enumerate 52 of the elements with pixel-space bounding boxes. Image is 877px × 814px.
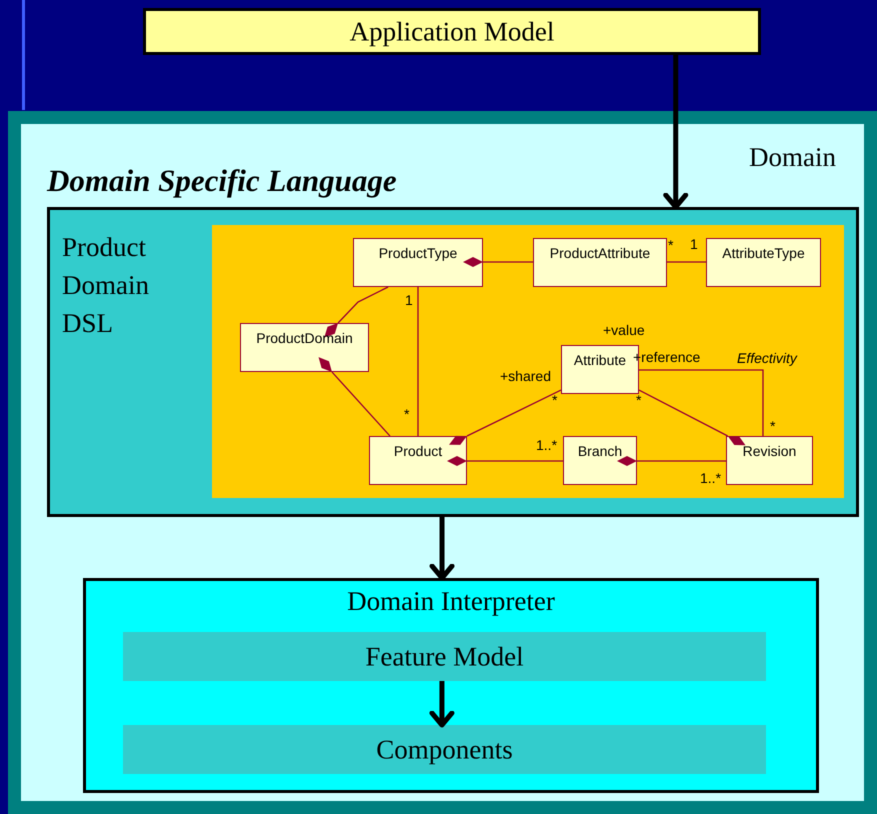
model-box xyxy=(143,8,761,55)
composition-line xyxy=(617,456,726,466)
interpreter-box xyxy=(83,578,819,793)
association-line xyxy=(667,261,706,263)
composition-line xyxy=(638,390,746,446)
arrow xyxy=(429,681,454,728)
multiplicity-label: * xyxy=(770,418,776,434)
class-name: Branch xyxy=(576,443,624,459)
composition-line xyxy=(447,456,563,466)
association-line xyxy=(417,287,419,436)
multiplicity-label: * xyxy=(668,237,674,253)
panel-title: Domain xyxy=(749,142,836,173)
layer-title: Feature Model xyxy=(364,641,525,672)
class-box xyxy=(563,436,637,485)
layer-title: Components xyxy=(375,734,514,765)
class-box xyxy=(353,238,483,287)
composition-line xyxy=(324,286,388,338)
multiplicity-label: 1 xyxy=(690,236,698,252)
class-box xyxy=(369,436,467,485)
class-name: AttributeType xyxy=(721,245,806,261)
class-name: ProductAttribute xyxy=(548,245,652,261)
multiplicity-label: * xyxy=(404,406,410,422)
multiplicity-label: 1..* xyxy=(700,470,722,486)
layer-bar xyxy=(123,632,766,681)
class-box xyxy=(240,323,369,372)
class-box xyxy=(533,238,667,287)
layer-bar xyxy=(123,725,766,774)
class-name: ProductDomain xyxy=(255,330,354,346)
class-diagram-area xyxy=(212,225,844,498)
class-name: ProductType xyxy=(378,245,458,261)
composition-line xyxy=(463,257,533,267)
role-label: +shared xyxy=(500,368,551,384)
section-heading: Domain Specific Language xyxy=(47,163,397,199)
composition-line xyxy=(318,357,390,436)
composition-line xyxy=(449,390,562,445)
domain-panel xyxy=(8,111,877,814)
multiplicity-label: * xyxy=(636,392,642,408)
class-box xyxy=(726,436,813,485)
box-title: Product Domain DSL xyxy=(62,231,150,340)
class-name: Revision xyxy=(742,443,798,459)
box-title: Application Model xyxy=(348,16,556,47)
multiplicity-label: * xyxy=(552,392,558,408)
edge-label: Effectivity xyxy=(737,350,797,366)
multiplicity-label: 1..* xyxy=(536,437,558,453)
association-line xyxy=(639,369,764,436)
class-box xyxy=(706,238,821,287)
role-label: +value xyxy=(603,322,645,338)
box-title: Domain Interpreter xyxy=(346,586,556,617)
arrow xyxy=(663,55,688,210)
class-name: Product xyxy=(392,443,444,459)
arrow xyxy=(430,517,455,580)
multiplicity-label: 1 xyxy=(405,292,413,308)
